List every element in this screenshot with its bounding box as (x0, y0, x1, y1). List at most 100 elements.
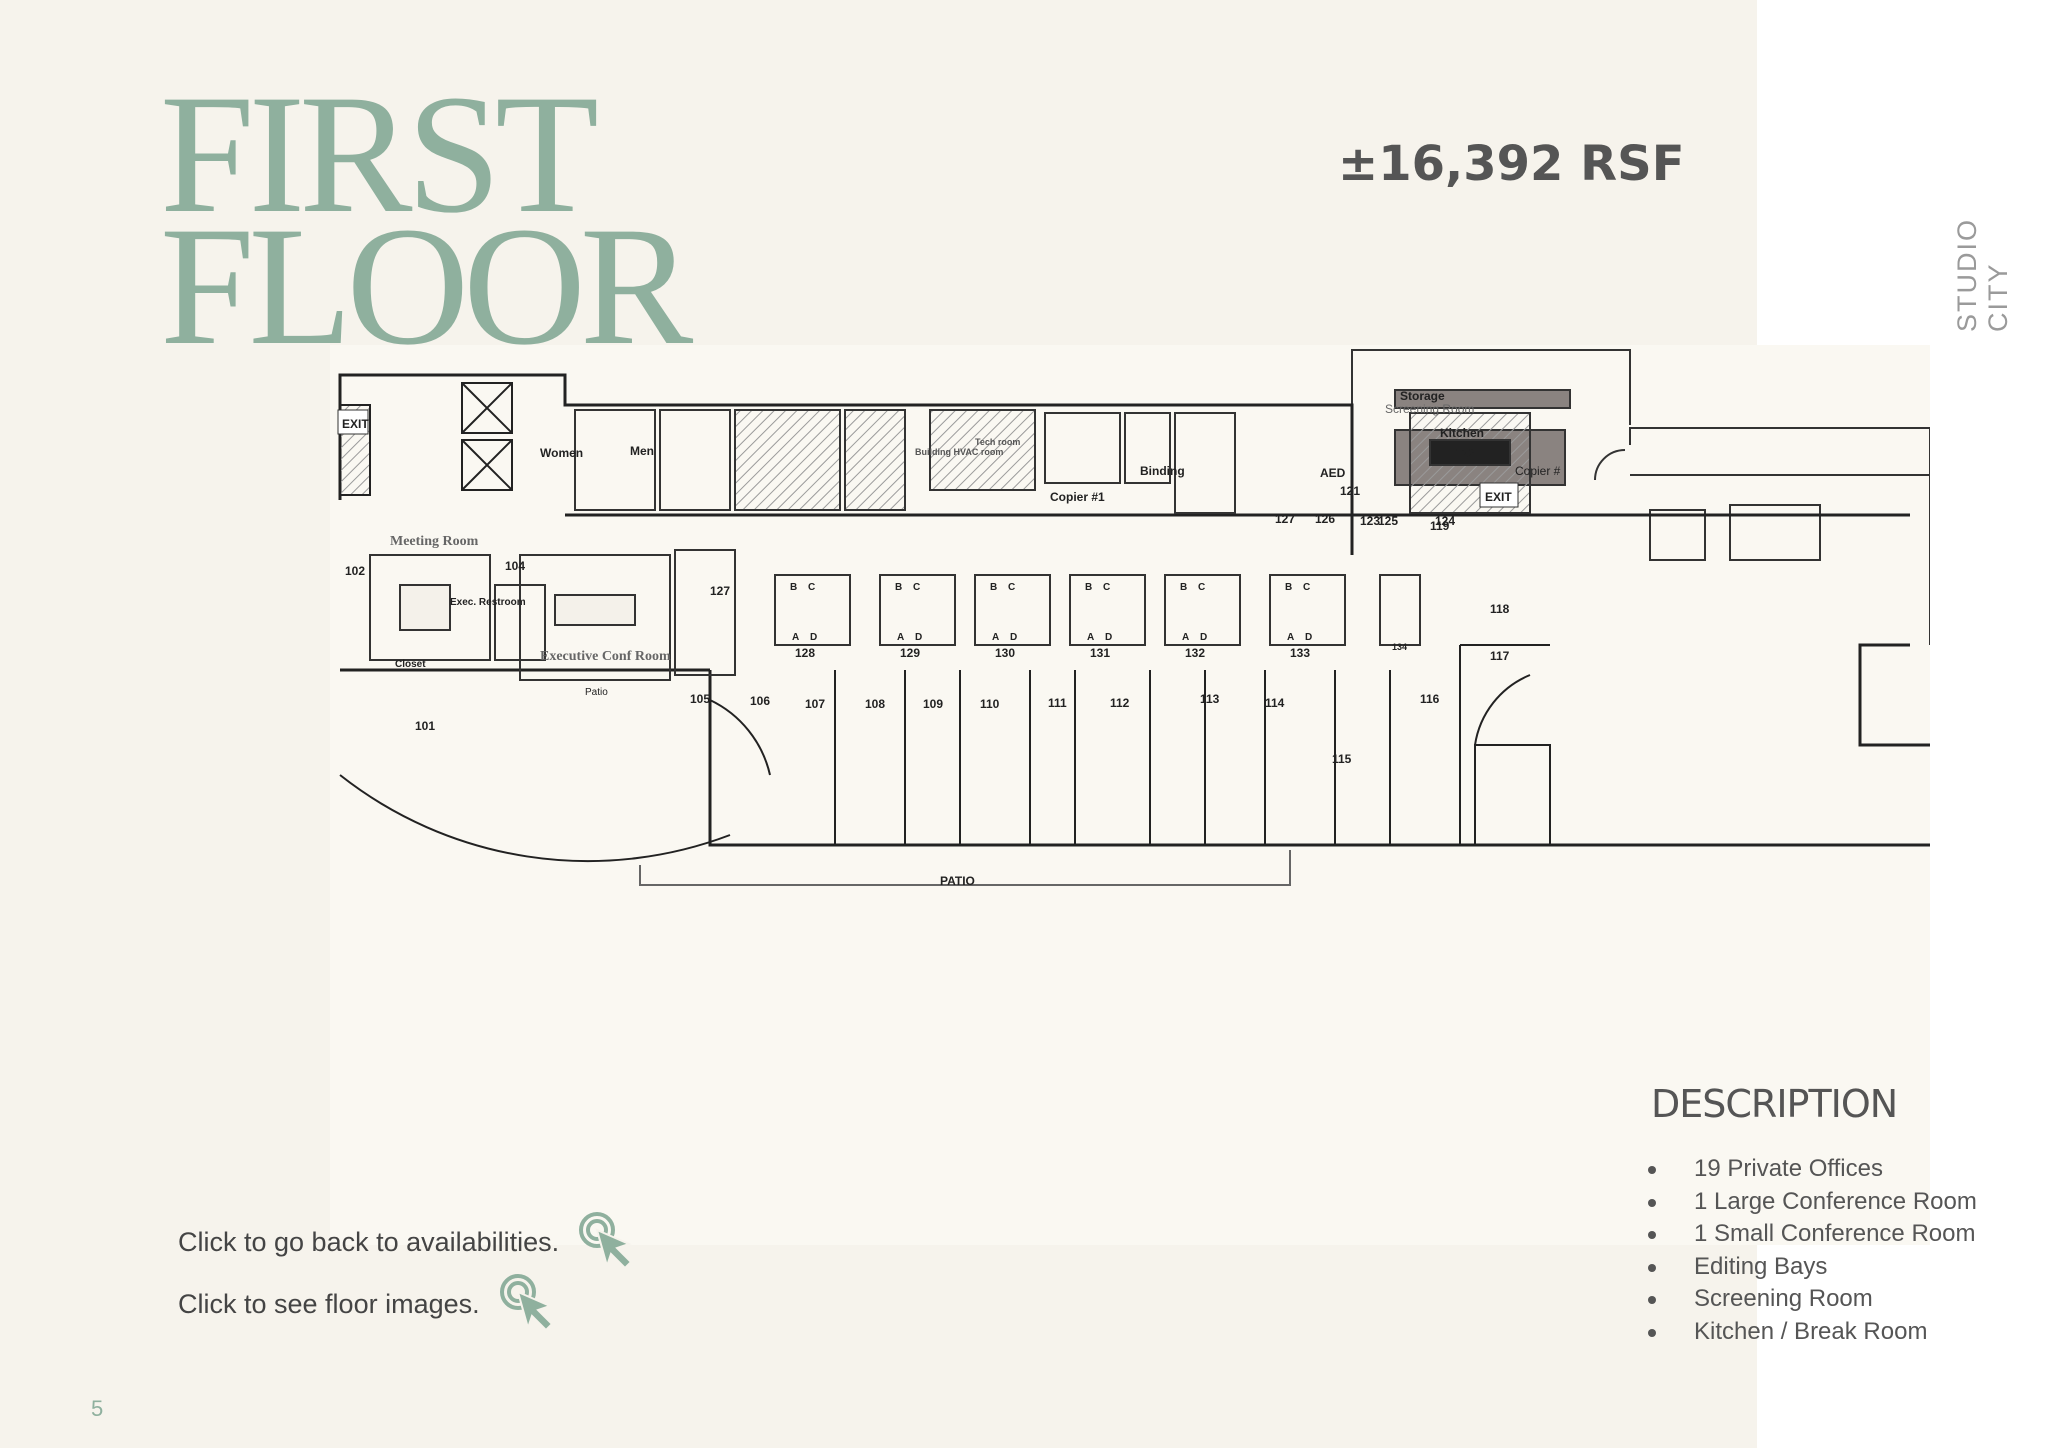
description-heading: DESCRIPTION (1651, 1082, 1898, 1126)
label-meeting-room: Meeting Room (390, 534, 479, 549)
room-121: 121 (1340, 484, 1360, 498)
room-119: 119 (1430, 519, 1450, 533)
label-storage: Storage (1400, 389, 1445, 403)
svg-text:C: C (1008, 582, 1015, 593)
svg-text:C: C (913, 582, 920, 593)
room-129: 129 (900, 646, 920, 660)
room-127b: 127 (710, 584, 730, 598)
svg-text:A: A (1287, 632, 1294, 643)
svg-text:C: C (1303, 582, 1310, 593)
svg-text:A: A (992, 632, 999, 643)
svg-text:A: A (1182, 632, 1189, 643)
label-women: Women (540, 446, 583, 460)
svg-text:A: A (792, 632, 799, 643)
svg-text:D: D (810, 632, 817, 643)
room-112: 112 (1110, 696, 1130, 710)
label-aed: AED (1320, 466, 1346, 480)
label-exec-conf-room: Executive Conf Room (540, 649, 671, 664)
room-114: 114 (1265, 696, 1285, 710)
room-124: 124 (1435, 514, 1455, 528)
room-131: 131 (1090, 646, 1110, 660)
svg-text:D: D (1305, 632, 1312, 643)
room-117: 117 (1490, 649, 1510, 663)
label-screening: Screening Room (1385, 402, 1474, 416)
room-113: 113 (1200, 692, 1220, 706)
room-130: 130 (995, 646, 1015, 660)
room-132: 132 (1185, 646, 1205, 660)
cubicle-clusters (774, 574, 1421, 646)
svg-text:B: B (990, 582, 997, 593)
room-102: 102 (345, 564, 365, 578)
svg-text:B: B (895, 582, 902, 593)
label-binding: Binding (1140, 464, 1185, 478)
label-kitchen: Kitchen (1440, 426, 1484, 440)
room-109: 109 (923, 697, 943, 711)
description-item: 1 Large Conference Room (1648, 1186, 1977, 1219)
page-title: FIRST FLOOR (160, 60, 693, 380)
meeting-rooms (369, 549, 736, 681)
room-134: 134 (1392, 642, 1407, 652)
description-list: 19 Private Offices 1 Large Conference Ro… (1648, 1153, 1977, 1348)
description-item: Kitchen / Break Room (1648, 1316, 1977, 1349)
svg-text:C: C (1103, 582, 1110, 593)
label-copier-2: Copier # (1515, 464, 1561, 478)
svg-text:D: D (1105, 632, 1112, 643)
label-tech-room: Tech room (975, 437, 1020, 447)
restrooms (574, 409, 1236, 514)
svg-text:B: B (1285, 582, 1292, 593)
patio-rail (639, 850, 1291, 886)
room-126: 126 (1315, 512, 1335, 526)
description-item: Screening Room (1648, 1283, 1977, 1316)
room-116: 116 (1420, 692, 1440, 706)
back-link-label: Click to go back to availabilities. (178, 1226, 560, 1257)
room-108: 108 (865, 697, 885, 711)
room-106: 106 (750, 694, 770, 708)
title-line-2: FLOOR (160, 192, 693, 380)
floor-plan: EXIT EXIT Women Men Binding Copier #1 Co… (330, 345, 1930, 1245)
back-to-availabilities-link[interactable]: Click to go back to availabilities. (178, 1210, 641, 1274)
floor-images-link-label: Click to see floor images. (178, 1288, 480, 1319)
exit-sign-right: EXIT (1485, 490, 1512, 504)
room-110: 110 (980, 697, 1000, 711)
description-item: 19 Private Offices (1648, 1153, 1977, 1186)
cubicle-letters: B C A D B C A D B C A D B C A D B C A D … (790, 582, 1312, 643)
room-107: 107 (805, 697, 825, 711)
perimeter-offices (834, 644, 1551, 845)
floor-images-link[interactable]: Click to see floor images. (178, 1272, 562, 1336)
description-item: Editing Bays (1648, 1251, 1977, 1284)
svg-text:A: A (897, 632, 904, 643)
main-shell (338, 373, 1930, 863)
svg-text:B: B (1180, 582, 1187, 593)
svg-text:A: A (1087, 632, 1094, 643)
label-copier-1: Copier #1 (1050, 490, 1105, 504)
room-133: 133 (1290, 646, 1310, 660)
label-patio: PATIO (940, 874, 975, 888)
room-101: 101 (415, 719, 435, 733)
room-122: 122 (1455, 446, 1475, 460)
room-125: 125 (1378, 514, 1398, 528)
label-closet: Closet (395, 659, 426, 670)
label-exec-restroom: Exec. Restroom (450, 597, 526, 608)
page-number: 5 (91, 1396, 104, 1421)
pointer-click-icon (579, 1212, 633, 1270)
svg-text:D: D (1200, 632, 1207, 643)
room-111: 111 (1048, 696, 1067, 710)
label-patio-small: Patio (585, 687, 608, 698)
title-line-1: FIRST (160, 60, 599, 248)
room-118: 118 (1490, 602, 1510, 616)
room-127a: 127 (1275, 512, 1295, 526)
svg-text:C: C (808, 582, 815, 593)
room-128: 128 (795, 646, 815, 660)
room-123: 123 (1360, 514, 1380, 528)
plan-paper (330, 345, 1930, 1245)
description-item: 1 Small Conference Room (1648, 1218, 1977, 1251)
room-115: 115 (1332, 752, 1352, 766)
label-hvac: Building HVAC room (915, 447, 1003, 457)
svg-text:D: D (1010, 632, 1017, 643)
label-men: Men (630, 444, 654, 458)
svg-text:B: B (790, 582, 797, 593)
room-105: 105 (690, 692, 710, 706)
svg-text:B: B (1085, 582, 1092, 593)
side-label: STUDIO CITY (1952, 217, 2013, 332)
right-upper-wing (1629, 427, 1930, 645)
